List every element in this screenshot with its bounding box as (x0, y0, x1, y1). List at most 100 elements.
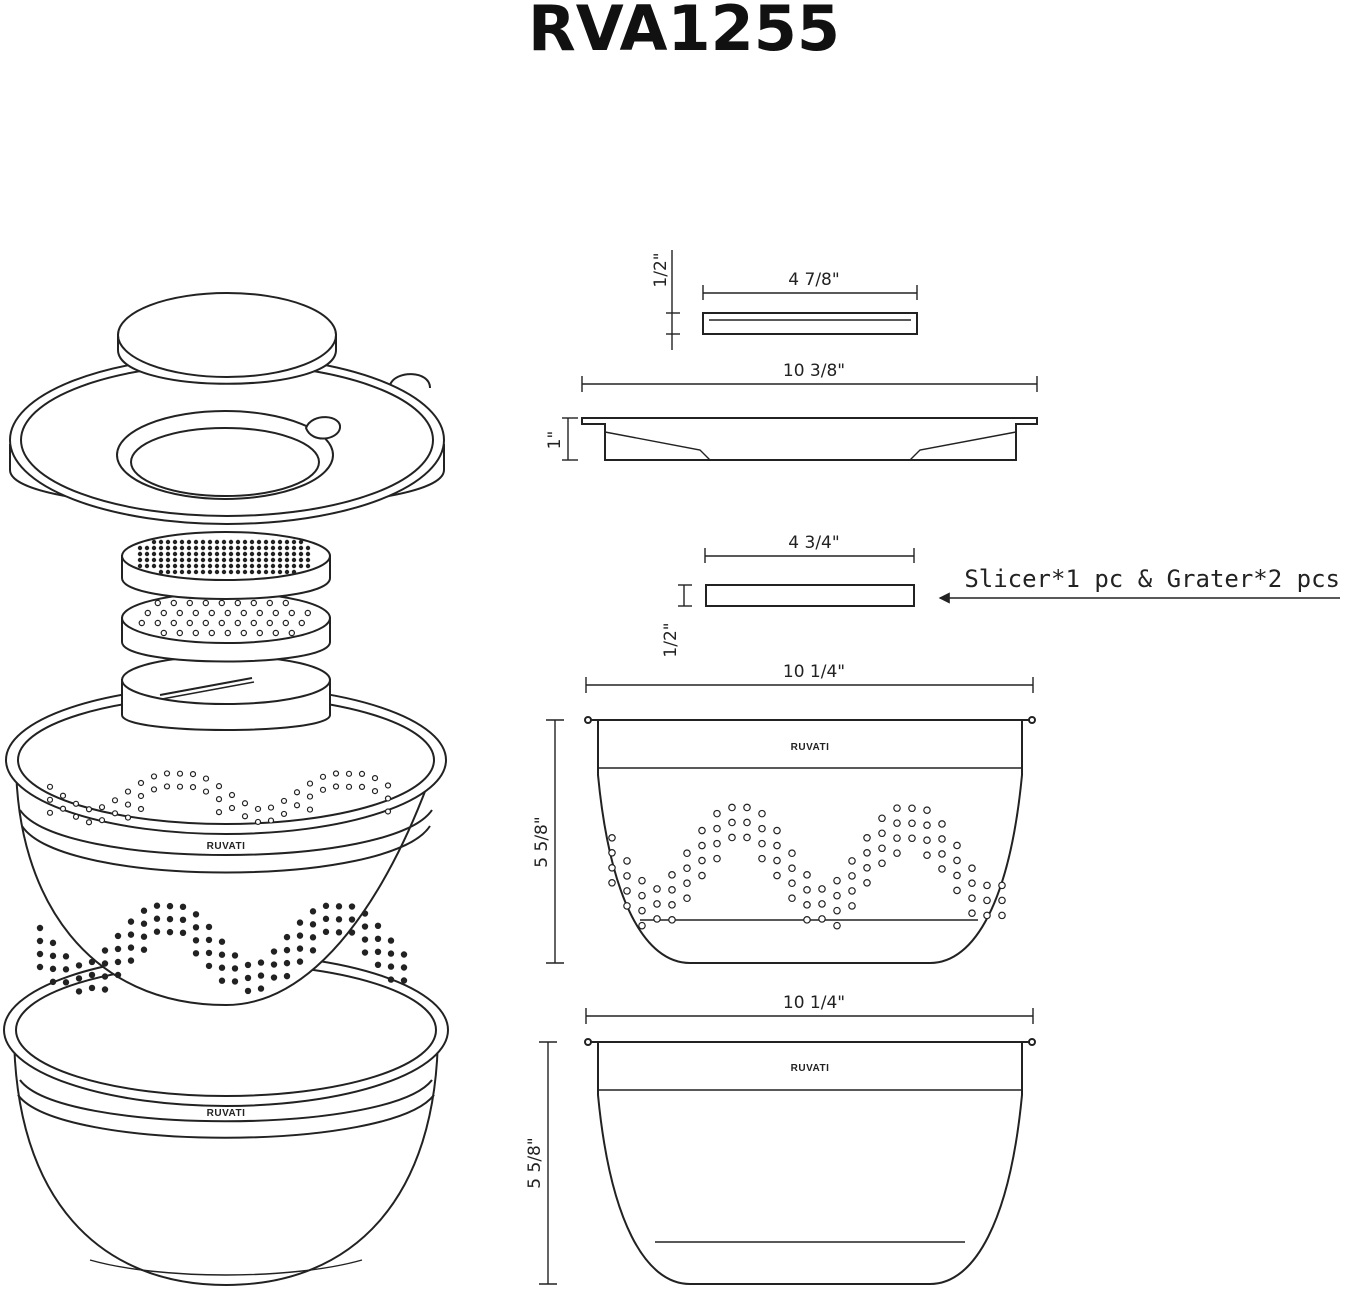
perforation-hole (270, 948, 278, 955)
perforation-hole (263, 563, 269, 569)
perforation-hole (280, 810, 288, 818)
perforation-hole (215, 809, 223, 816)
perforation-hole (908, 804, 916, 813)
perforation-hole (176, 629, 183, 637)
perforation-hole (713, 839, 721, 848)
perforation-hole (296, 919, 304, 926)
perforation-hole (85, 819, 93, 826)
perforation-hole (172, 557, 178, 563)
perforation-hole (728, 833, 736, 842)
blade-drawing: 4 3/4" 1/2" (661, 533, 915, 658)
perforation-hole (638, 891, 646, 900)
perforation-hole (170, 619, 177, 627)
perforation-hole (683, 879, 691, 888)
perforation-hole (244, 987, 252, 995)
perforation-hole (244, 974, 252, 982)
perforation-hole (36, 924, 44, 932)
lid-insert-drawing: 4 7/8" 1/2" (651, 250, 918, 350)
perforation-hole (623, 872, 631, 880)
perforation-hole (249, 551, 255, 557)
perforation-hole (298, 539, 304, 545)
perforation-hole (863, 848, 871, 857)
perforation-hole (277, 551, 283, 557)
perforation-hole (202, 599, 209, 607)
perforation-hole (49, 939, 57, 947)
perforation-hole (254, 818, 262, 826)
perforation-hole (151, 563, 157, 569)
perforation-hole (244, 961, 252, 969)
perforation-hole (202, 619, 209, 627)
perforation-hole (215, 796, 223, 803)
perforation-hole (257, 959, 265, 966)
perforation-hole (186, 557, 192, 563)
perforation-hole (218, 951, 226, 958)
perforation-hole (256, 545, 262, 551)
perforation-hole (818, 915, 826, 923)
perforation-hole (683, 849, 691, 858)
perforation-hole (218, 599, 225, 607)
perforation-hole (200, 569, 206, 575)
perforation-hole (127, 957, 135, 964)
perforation-hole (179, 557, 185, 563)
perforation-hole (101, 947, 109, 954)
perforation-hole (305, 557, 311, 563)
perforation-hole (298, 557, 304, 563)
perforation-hole (878, 844, 886, 853)
perforation-hole (638, 876, 646, 885)
perforation-hole (668, 901, 676, 909)
perforation-hole (46, 796, 54, 803)
perforation-hole (154, 619, 161, 627)
perforation-hole (277, 539, 283, 545)
perforation-hole (863, 833, 871, 842)
perforation-hole (179, 539, 185, 545)
perforation-hole (234, 599, 241, 607)
perforation-hole (608, 848, 616, 857)
perforation-hole (713, 824, 721, 833)
perforation-hole (623, 857, 631, 865)
blade-stack-illustration (121, 531, 331, 731)
perforation-hole (833, 921, 841, 930)
perforation-hole (249, 539, 255, 545)
perforation-hole (284, 539, 290, 545)
perforation-hole (668, 886, 676, 894)
perforation-hole (743, 818, 751, 827)
perforation-hole (228, 545, 234, 551)
perforation-hole (282, 619, 289, 627)
perforation-hole (240, 609, 247, 617)
perforation-hole (208, 609, 215, 617)
perforation-hole (75, 988, 83, 995)
perforation-hole (653, 900, 661, 908)
perforation-hole (683, 864, 691, 873)
perforation-hole (140, 920, 148, 927)
perforation-hole (713, 809, 721, 818)
perforation-hole (277, 557, 283, 563)
perforation-hole (205, 949, 213, 957)
perforation-hole (228, 563, 234, 569)
perforation-hole (277, 545, 283, 551)
perforation-hole (166, 915, 174, 923)
lid-insert-height-label: 1/2" (651, 252, 671, 287)
perforation-hole (59, 805, 67, 812)
perforation-hole (62, 953, 70, 960)
perforation-hole (968, 894, 976, 902)
perforation-hole (305, 545, 311, 551)
perforation-hole (277, 563, 283, 569)
perforation-hole (163, 783, 171, 790)
perforation-hole (179, 569, 185, 575)
perforation-hole (968, 909, 976, 917)
perforation-hole (172, 545, 178, 551)
perforation-hole (72, 800, 80, 807)
perforation-hole (242, 563, 248, 569)
perforation-hole (179, 903, 187, 911)
perforation-hole (288, 629, 295, 637)
perforation-hole (758, 854, 766, 863)
perforation-hole (256, 557, 262, 563)
perforation-hole (374, 922, 382, 930)
perforation-hole (387, 963, 395, 970)
perforation-hole (296, 945, 304, 952)
perforation-hole (221, 569, 227, 575)
perforation-hole (137, 779, 145, 787)
perforation-hole (221, 539, 227, 545)
perforation-hole (214, 569, 220, 575)
perforation-hole (332, 783, 340, 790)
